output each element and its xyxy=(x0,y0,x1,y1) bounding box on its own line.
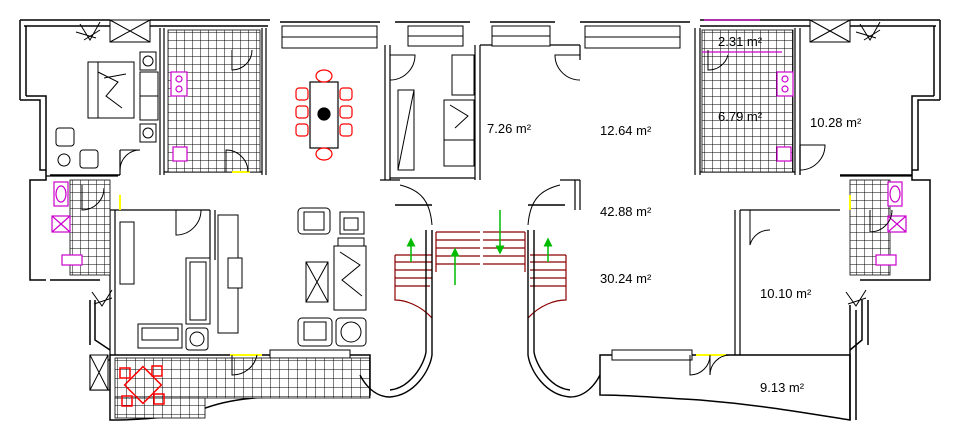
living-room-furniture xyxy=(119,207,367,351)
plant-icons xyxy=(75,21,881,307)
door-swings xyxy=(81,49,893,376)
room-area-labels: 7.26 m² 12.64 m² 2.31 m² 6.79 m² 10.28 m… xyxy=(487,34,862,395)
area-label-10-28: 10.28 m² xyxy=(810,115,862,130)
area-label-30-24: 30.24 m² xyxy=(600,271,652,286)
area-label-42-88: 42.88 m² xyxy=(600,204,652,219)
central-room-furniture xyxy=(397,54,475,171)
area-label-12-64: 12.64 m² xyxy=(600,123,652,138)
area-label-9-13: 9.13 m² xyxy=(760,380,805,395)
area-label-6-79: 6.79 m² xyxy=(718,109,763,124)
tiled-floors xyxy=(69,29,891,419)
area-label-10-10: 10.10 m² xyxy=(760,286,812,301)
stair-direction-arrows xyxy=(406,210,553,285)
area-label-2-31: 2.31 m² xyxy=(718,34,763,49)
core-curved-walls xyxy=(359,204,601,398)
dining-set xyxy=(295,69,353,161)
terrace-table xyxy=(119,365,165,407)
area-label-7-26: 7.26 m² xyxy=(487,121,532,136)
windows xyxy=(89,19,851,391)
sanitary-fixtures xyxy=(51,19,907,266)
bedroom-furniture xyxy=(55,51,159,169)
